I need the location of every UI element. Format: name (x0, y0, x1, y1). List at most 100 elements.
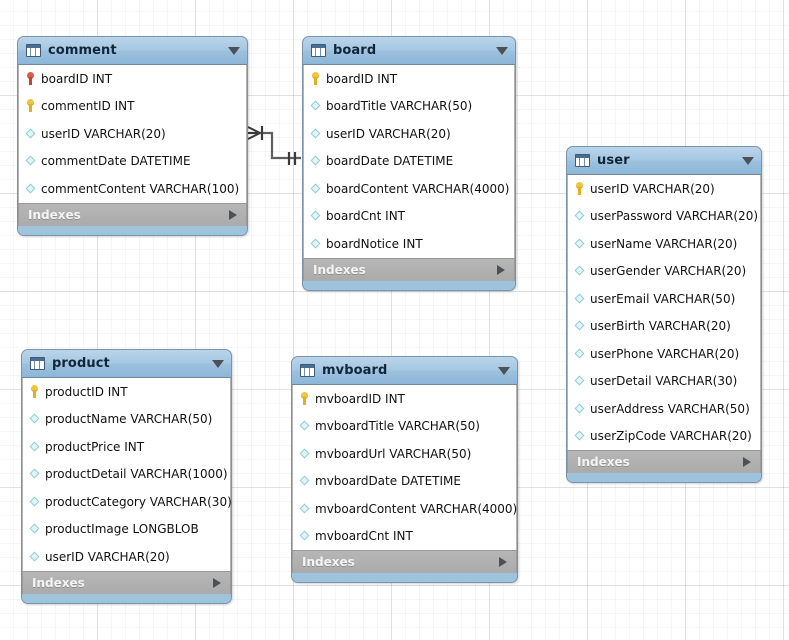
column-label: boardTitle VARCHAR(50) (326, 99, 473, 114)
chevron-right-icon[interactable] (497, 264, 505, 275)
table-name-label: user (597, 153, 630, 168)
column-label: userID VARCHAR(20) (41, 126, 166, 141)
column-row[interactable]: userEmail VARCHAR(50) (568, 285, 760, 313)
column-row[interactable]: mvboardID INT (293, 385, 516, 413)
column-row[interactable]: userID VARCHAR(20) (23, 543, 230, 571)
column-row[interactable]: boardID INT (304, 65, 514, 93)
diamond-icon (30, 412, 41, 426)
indexes-label: Indexes (577, 455, 630, 469)
column-label: commentID INT (41, 99, 135, 114)
diamond-icon (575, 429, 586, 443)
diamond-icon (575, 237, 586, 251)
column-label: userBirth VARCHAR(20) (590, 319, 731, 334)
column-row[interactable]: productPrice INT (23, 433, 230, 461)
column-row[interactable]: userName VARCHAR(20) (568, 230, 760, 258)
diamond-icon (575, 402, 586, 416)
chevron-down-icon[interactable] (742, 156, 754, 165)
indexes-label: Indexes (28, 207, 81, 222)
column-row[interactable]: commentContent VARCHAR(100) (19, 175, 246, 203)
column-label: userPhone VARCHAR(20) (590, 346, 740, 361)
table-header-mvboard[interactable]: mvboard (292, 357, 517, 385)
diamond-icon (26, 127, 37, 141)
diamond-icon (30, 522, 41, 536)
column-label: productImage LONGBLOB (45, 522, 199, 537)
column-label: mvboardTitle VARCHAR(50) (315, 419, 480, 434)
diamond-icon (30, 550, 41, 564)
chevron-down-icon[interactable] (498, 366, 510, 375)
chevron-down-icon[interactable] (228, 46, 240, 55)
column-row[interactable]: mvboardContent VARCHAR(4000) (293, 495, 517, 523)
column-row[interactable]: userBirth VARCHAR(20) (568, 313, 760, 341)
diamond-icon (311, 99, 322, 113)
table-header-product[interactable]: product (22, 350, 231, 378)
column-row[interactable]: userAddress VARCHAR(50) (568, 395, 760, 423)
relationship-comment-board[interactable] (247, 126, 301, 165)
column-row[interactable]: mvboardUrl VARCHAR(50) (293, 440, 516, 468)
column-row[interactable]: productDetail VARCHAR(1000) (23, 461, 230, 489)
table-name-label: product (52, 356, 110, 371)
table-icon (26, 44, 41, 57)
column-row[interactable]: userID VARCHAR(20) (304, 120, 514, 148)
column-row[interactable]: userPhone VARCHAR(20) (568, 340, 760, 368)
indexes-section-product[interactable]: Indexes (22, 570, 231, 594)
indexes-section-comment[interactable]: Indexes (18, 202, 247, 226)
diamond-icon (30, 467, 41, 481)
column-row[interactable]: userGender VARCHAR(20) (568, 258, 760, 286)
column-row[interactable]: commentDate DATETIME (19, 148, 246, 176)
column-label: productDetail VARCHAR(1000) (45, 467, 228, 482)
column-row[interactable]: userID VARCHAR(20) (19, 120, 246, 148)
column-row[interactable]: boardCnt INT (304, 203, 514, 231)
chevron-down-icon[interactable] (212, 359, 224, 368)
indexes-section-user[interactable]: Indexes (567, 450, 761, 473)
table-footer (18, 225, 247, 235)
column-label: commentContent VARCHAR(100) (41, 181, 240, 196)
column-row[interactable]: userPassword VARCHAR(20) (568, 203, 760, 231)
column-label: boardContent VARCHAR(4000) (326, 181, 510, 196)
diamond-icon (575, 209, 586, 223)
column-label: mvboardDate DATETIME (315, 474, 461, 489)
column-row[interactable]: productID INT (23, 378, 230, 406)
table-board[interactable]: board boardID INT boardTitle VARCHAR(50) us… (302, 36, 516, 291)
table-header-user[interactable]: user (567, 147, 761, 175)
column-row[interactable]: mvboardCnt INT (293, 523, 516, 551)
indexes-section-board[interactable]: Indexes (303, 257, 515, 281)
chevron-right-icon[interactable] (499, 557, 507, 567)
chevron-down-icon[interactable] (496, 46, 508, 55)
column-row[interactable]: mvboardDate DATETIME (293, 468, 516, 496)
diamond-icon (311, 127, 322, 141)
column-row[interactable]: productImage LONGBLOB (23, 516, 230, 544)
table-product[interactable]: product productID INT productName VARCHAR(… (21, 349, 232, 604)
column-row[interactable]: boardTitle VARCHAR(50) (304, 93, 514, 121)
table-footer (22, 593, 231, 603)
column-row[interactable]: boardDate DATETIME (304, 148, 514, 176)
table-header-board[interactable]: board (303, 37, 515, 65)
chevron-right-icon[interactable] (213, 577, 221, 588)
column-row[interactable]: boardID INT (19, 65, 246, 93)
column-row[interactable]: productCategory VARCHAR(30) (23, 488, 232, 516)
table-header-comment[interactable]: comment (18, 37, 247, 65)
column-label: productPrice INT (45, 439, 145, 454)
table-name-label: board (333, 43, 377, 58)
column-label: productName VARCHAR(50) (45, 412, 213, 427)
column-label: productCategory VARCHAR(30) (45, 494, 232, 509)
table-user[interactable]: user userID VARCHAR(20)userPassword VARCH… (566, 146, 762, 483)
column-row[interactable]: boardNotice INT (304, 230, 514, 258)
column-row[interactable]: boardContent VARCHAR(4000) (304, 175, 514, 203)
column-row[interactable]: userZipCode VARCHAR(20) (568, 423, 760, 451)
chevron-right-icon[interactable] (743, 457, 751, 467)
column-label: boardNotice INT (326, 236, 423, 251)
key-yellow-icon (311, 71, 322, 86)
table-footer (567, 473, 761, 482)
column-row[interactable]: userDetail VARCHAR(30) (568, 368, 760, 396)
diamond-icon (311, 154, 322, 168)
column-row[interactable]: commentID INT (19, 93, 246, 121)
column-row[interactable]: productName VARCHAR(50) (23, 406, 230, 434)
chevron-right-icon[interactable] (229, 209, 237, 220)
column-row[interactable]: mvboardTitle VARCHAR(50) (293, 413, 516, 441)
indexes-section-mvboard[interactable]: Indexes (292, 550, 517, 573)
column-row[interactable]: userID VARCHAR(20) (568, 175, 760, 203)
table-footer (292, 573, 517, 582)
